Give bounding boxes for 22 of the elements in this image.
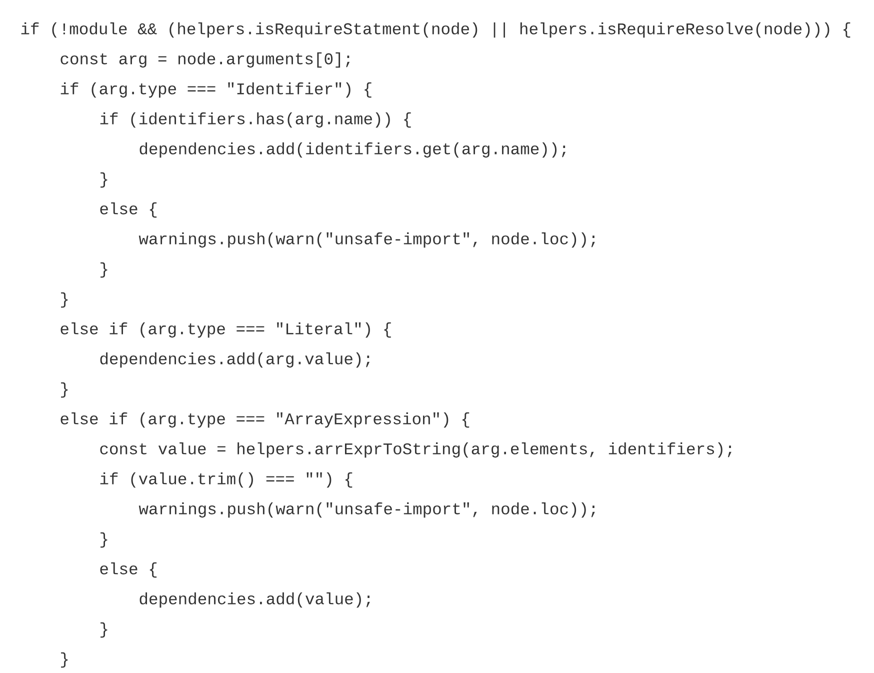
code-line: else { <box>100 562 157 578</box>
code-line: if (value.trim() === "") { <box>100 472 352 488</box>
code-line: } <box>61 652 68 668</box>
code-line: dependencies.add(identifiers.get(arg.name)); <box>140 142 566 158</box>
code-line: if (identifiers.has(arg.name)) { <box>100 112 411 128</box>
code-line: else { <box>100 202 157 218</box>
code-line: else if (arg.type === "ArrayExpression") { <box>60 412 470 428</box>
code-line: if (arg.type === "Identifier") { <box>60 82 372 98</box>
code-line: warnings.push(warn("unsafe-import", node.loc)); <box>138 232 595 248</box>
code-line: const arg = node.arguments[0]; <box>60 52 350 68</box>
code-line: else if (arg.type === "Literal") { <box>60 322 391 338</box>
code-line: const value = helpers.arrExprToString(arg.elements, identifiers); <box>100 442 732 458</box>
code-line: } <box>61 382 68 398</box>
code-line: } <box>100 262 108 278</box>
code-line: dependencies.add(value); <box>140 592 370 608</box>
code-line: dependencies.add(arg.value); <box>100 352 370 368</box>
code-line: } <box>100 172 108 188</box>
code-line: } <box>100 622 108 638</box>
code-line: } <box>61 292 68 308</box>
code-line: if (!module && (helpers.isRequireStatment(node) || helpers.isRequireResolve(node))) { <box>21 22 850 38</box>
code-line: warnings.push(warn("unsafe-import", node.loc)); <box>138 502 595 518</box>
code-line: } <box>100 532 108 548</box>
